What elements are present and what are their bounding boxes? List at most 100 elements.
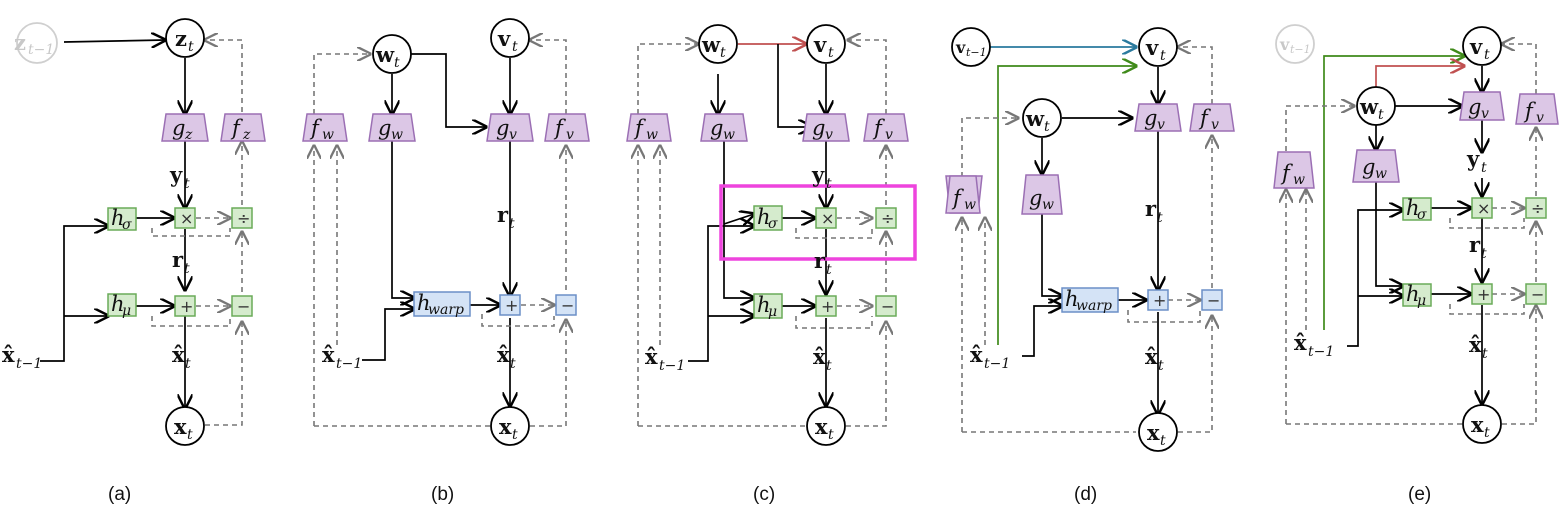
svg-text:t−1: t−1	[984, 356, 1010, 372]
svg-text:v: v	[885, 127, 893, 143]
svg-text:t: t	[1481, 246, 1487, 262]
svg-text:t: t	[185, 356, 191, 372]
svg-text:×: ×	[180, 209, 193, 228]
svg-text:warp: warp	[428, 302, 464, 318]
func-f-w: f w	[1273, 151, 1315, 189]
f-z-sub: z	[242, 127, 251, 143]
svg-text:v: v	[1279, 35, 1290, 54]
svg-text:x̂: x̂	[813, 344, 826, 369]
func-h-sigma: h σ	[1402, 196, 1432, 223]
svg-text:r: r	[814, 248, 826, 273]
panel-e: v t−1 v t w t g v f v f w	[1273, 24, 1559, 505]
func-f-v: f v	[1189, 103, 1235, 133]
f-z-label: f	[230, 116, 243, 140]
op-plus: +	[499, 294, 521, 316]
node-z-prev: z t−1	[14, 22, 58, 64]
svg-text:+: +	[821, 297, 834, 316]
svg-text:×: ×	[1477, 199, 1490, 218]
node-v-prev: v t−1	[1275, 24, 1315, 64]
svg-text:μ: μ	[1417, 293, 1426, 309]
op-plus: +	[815, 295, 837, 317]
func-h-sigma: h σ	[107, 206, 137, 233]
svg-text:h: h	[1065, 287, 1079, 311]
svg-text:t−1: t−1	[659, 358, 685, 374]
svg-text:+: +	[1153, 291, 1166, 310]
svg-text:r: r	[497, 202, 509, 227]
node-x: x t	[1462, 404, 1502, 444]
svg-text:f: f	[309, 116, 322, 140]
caption-d: (d)	[1074, 484, 1097, 505]
svg-text:x: x	[174, 414, 187, 439]
func-g-v: g v	[802, 113, 850, 143]
node-x: x t	[1138, 412, 1178, 452]
op-minus: −	[1201, 289, 1223, 311]
label-y: y t	[169, 162, 190, 192]
highlight-box	[719, 184, 917, 261]
svg-text:t: t	[1378, 107, 1384, 123]
svg-text:v: v	[1481, 106, 1489, 122]
func-f-w: f w	[945, 175, 983, 214]
svg-text:h: h	[757, 205, 771, 229]
svg-text:f: f	[1523, 99, 1536, 123]
svg-text:μ: μ	[122, 303, 131, 319]
svg-text:×: ×	[821, 209, 834, 228]
svg-text:w: w	[1359, 94, 1379, 119]
svg-text:t: t	[1484, 47, 1490, 63]
panel-c: w t v t f w g w g v f v y t	[626, 24, 917, 505]
label-xhat: x̂ t	[1145, 344, 1164, 374]
svg-text:f: f	[553, 116, 566, 140]
svg-text:v: v	[509, 127, 517, 143]
label-r: r t	[497, 202, 515, 232]
svg-text:f: f	[1198, 106, 1211, 130]
op-divide: ÷	[1525, 197, 1547, 219]
label-xhat-prev: x̂ t−1	[2, 342, 42, 372]
svg-text:y: y	[811, 162, 825, 187]
node-v: v t	[490, 18, 530, 58]
svg-text:f: f	[1280, 161, 1293, 185]
svg-text:v: v	[497, 26, 511, 51]
svg-text:t: t	[509, 216, 515, 232]
g-z-label: g	[172, 116, 185, 140]
svg-text:g: g	[378, 116, 391, 140]
caption-a: (a)	[108, 484, 131, 505]
node-z: z t	[165, 18, 205, 58]
svg-text:t: t	[1158, 358, 1164, 374]
svg-text:v: v	[1145, 35, 1159, 60]
svg-text:h: h	[111, 292, 125, 316]
svg-text:t: t	[1157, 210, 1163, 226]
label-xhat: x̂ t	[813, 344, 832, 374]
node-x: x t	[806, 406, 846, 446]
svg-text:σ: σ	[1417, 207, 1427, 223]
op-minus: −	[555, 294, 577, 316]
func-f-w: f w	[626, 113, 672, 143]
panel-b-edges	[314, 40, 566, 427]
svg-text:w: w	[1025, 106, 1045, 131]
op-plus: +	[1471, 283, 1493, 305]
svg-text:−: −	[881, 297, 894, 316]
func-g-w: g w	[700, 113, 748, 143]
node-v: v t	[1138, 27, 1178, 67]
svg-text:x: x	[815, 414, 828, 439]
func-g-v: g v	[1134, 103, 1182, 133]
svg-text:+: +	[505, 296, 518, 315]
svg-text:t: t	[394, 55, 400, 71]
svg-text:÷: ÷	[237, 209, 250, 228]
svg-text:x̂: x̂	[322, 342, 335, 367]
svg-text:+: +	[180, 297, 193, 316]
label-r: r t	[1469, 232, 1487, 262]
svg-text:x̂: x̂	[1145, 344, 1158, 369]
svg-text:y: y	[1466, 146, 1480, 171]
label-y: y t	[811, 162, 832, 192]
func-g-w: g w	[368, 113, 416, 143]
svg-text:t−1: t−1	[966, 46, 987, 59]
func-g-w: g w	[1021, 174, 1063, 215]
z-label: z	[175, 26, 187, 51]
panel-a: z t−1 z t g z f z y t h σ ×	[2, 18, 266, 505]
op-divide: ÷	[875, 207, 897, 229]
panel-c-edges	[638, 40, 886, 427]
func-f-v: f v	[544, 113, 590, 143]
svg-text:t: t	[512, 427, 518, 443]
svg-text:x: x	[1471, 412, 1484, 437]
z-sub: t	[188, 39, 194, 55]
